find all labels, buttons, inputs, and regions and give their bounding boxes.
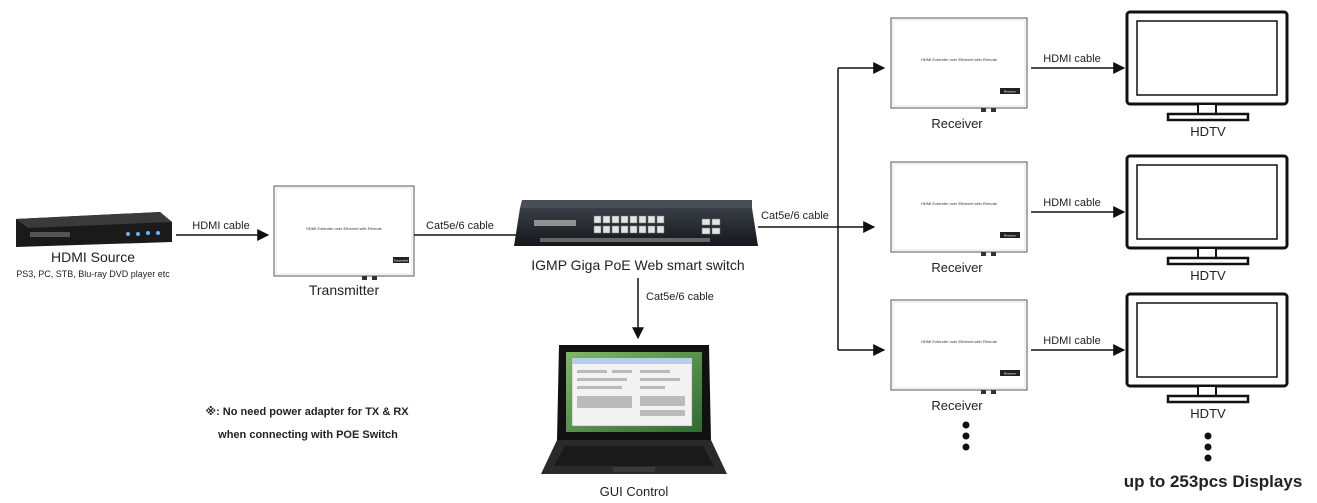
poe-switch-device bbox=[514, 200, 758, 246]
receiver-row: HDMI Extender over Ethernet with RemoteR… bbox=[890, 154, 1289, 283]
cable-label-hdmi-source: HDMI cable bbox=[192, 220, 249, 232]
cable-label-cat-switch: Cat5e/6 cable bbox=[761, 210, 829, 222]
receiver-badge-text: Receiver bbox=[1004, 372, 1016, 376]
display-continuation-dots bbox=[1204, 432, 1212, 462]
hdtv-display bbox=[1125, 10, 1289, 122]
receiver-device bbox=[890, 161, 1028, 253]
cable-label-cat-tx: Cat5e/6 cable bbox=[426, 220, 494, 232]
hdmi-source-device bbox=[16, 212, 172, 247]
receiver-row: HDMI Extender over Ethernet with RemoteR… bbox=[890, 292, 1289, 421]
receiver-badge bbox=[1000, 370, 1020, 376]
cable-label-cat-gui: Cat5e/6 cable bbox=[646, 291, 714, 303]
receiver-continuation-dots bbox=[962, 421, 970, 451]
receiver-badge bbox=[1000, 88, 1020, 94]
receiver-badge-text: Receiver bbox=[1004, 90, 1016, 94]
receiver-label: Receiver bbox=[931, 260, 983, 275]
receiver-label: Receiver bbox=[931, 398, 983, 413]
hdtv-display bbox=[1125, 154, 1289, 266]
transmitter-label: Transmitter bbox=[309, 282, 380, 298]
hdtv-label: HDTV bbox=[1190, 124, 1226, 139]
switch-label: IGMP Giga PoE Web smart switch bbox=[531, 257, 744, 273]
receivers-layer: HDMI Extender over Ethernet with RemoteR… bbox=[890, 10, 1289, 421]
hdmi-source-title: HDMI Source bbox=[51, 249, 135, 265]
receiver-device-text: HDMI Extender over Ethernet with Remote bbox=[921, 339, 998, 344]
transmitter-badge bbox=[393, 257, 409, 263]
receiver-device bbox=[890, 299, 1028, 391]
hdtv-label: HDTV bbox=[1190, 406, 1226, 421]
note-line-1: ※: No need power adapter for TX & RX bbox=[205, 406, 409, 418]
cable-label-hdmi-rx: HDMI cable bbox=[1043, 197, 1100, 209]
receiver-device-text: HDMI Extender over Ethernet with Remote bbox=[921, 201, 998, 206]
receiver-row: HDMI Extender over Ethernet with RemoteR… bbox=[890, 10, 1289, 139]
cable-label-hdmi-rx: HDMI cable bbox=[1043, 53, 1100, 65]
transmitter-device bbox=[273, 185, 415, 280]
transmitter-device-text: HDMI Extender over Ethernet with Remote bbox=[306, 226, 383, 231]
gui-laptop bbox=[541, 345, 727, 474]
cable-label-hdmi-rx: HDMI cable bbox=[1043, 335, 1100, 347]
receiver-badge-text: Receiver bbox=[1004, 234, 1016, 238]
note-line-2: when connecting with POE Switch bbox=[217, 429, 398, 441]
gui-label: GUI Control bbox=[600, 484, 669, 499]
footer-caption: up to 253pcs Displays bbox=[1124, 472, 1303, 491]
receiver-badge bbox=[1000, 232, 1020, 238]
transmitter-badge-text: Transmitter bbox=[393, 259, 408, 263]
hdtv-label: HDTV bbox=[1190, 268, 1226, 283]
hdtv-display bbox=[1125, 292, 1289, 404]
receiver-label: Receiver bbox=[931, 116, 983, 131]
hdmi-source-subtitle: PS3, PC, STB, Blu-ray DVD player etc bbox=[16, 269, 170, 279]
receiver-device-text: HDMI Extender over Ethernet with Remote bbox=[921, 57, 998, 62]
receiver-device bbox=[890, 17, 1028, 109]
